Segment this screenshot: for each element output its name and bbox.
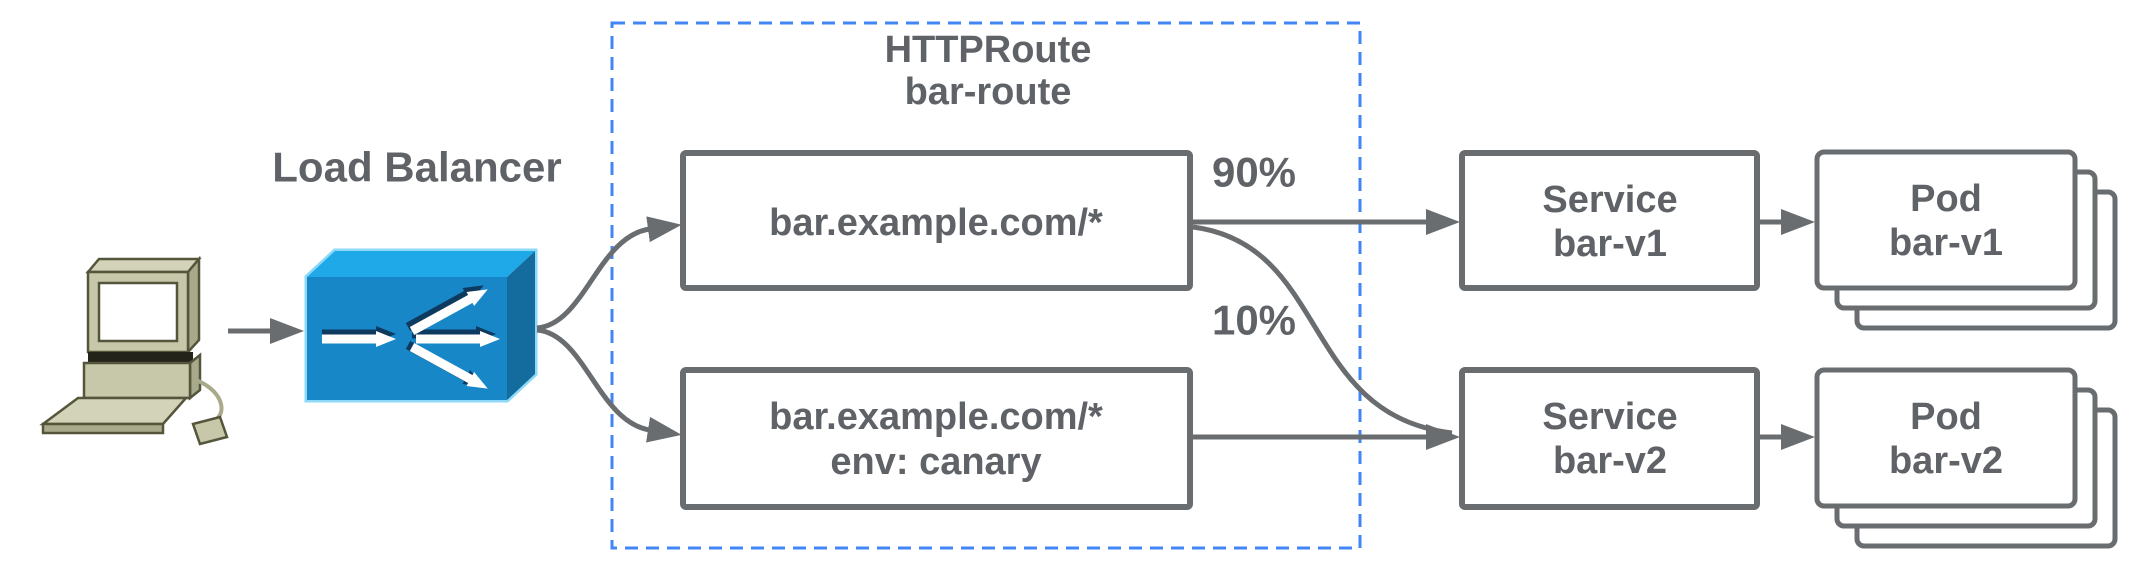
- keyboard-top: [39, 396, 189, 426]
- pod-2-kind: Pod: [1910, 396, 1982, 438]
- service-box-bar-v2: [1459, 367, 1760, 510]
- traffic-splitter-icon: [304, 248, 538, 403]
- service-2-kind: Service: [1542, 396, 1677, 438]
- load-balancer-label: Load Balancer: [272, 144, 561, 191]
- arrow-lb-to-route-2: [536, 327, 682, 443]
- pod-1-name: bar-v1: [1889, 222, 2003, 264]
- pod-stack-bar-v1: Pod bar-v1: [1814, 149, 2118, 331]
- lb-fanout-arrow-top: [409, 289, 488, 335]
- route-match-1-host: bar.example.com/*: [769, 202, 1103, 244]
- curve-route1-to-service2: [1192, 224, 1453, 436]
- cpu-base: [82, 361, 192, 400]
- arrow-lb-to-route-1: [536, 216, 682, 331]
- route-match-2-host: bar.example.com/*: [769, 396, 1103, 438]
- desktop-computer-icon: [39, 255, 229, 446]
- service-1-name: bar-v1: [1553, 223, 1667, 265]
- keyboard-front: [41, 422, 165, 435]
- pod-stack-bar-v2: Pod bar-v2: [1814, 367, 2118, 549]
- lb-fanout-arrow-bottom: [409, 343, 488, 389]
- route-match-2-header: env: canary: [830, 441, 1041, 483]
- route-match-box-1: [680, 150, 1193, 291]
- pod-box-bar-v2: [1814, 367, 2078, 509]
- route-match-box-2: [680, 367, 1193, 510]
- monitor-top-face: [85, 257, 202, 274]
- pod-2-name: bar-v2: [1889, 440, 2003, 482]
- httproute-title: HTTPRoute: [885, 29, 1092, 71]
- cpu-side-face: [188, 352, 202, 401]
- pod-1-kind: Pod: [1910, 178, 1982, 220]
- traffic-split-10-label: 10%: [1212, 297, 1296, 344]
- service-box-bar-v1: [1459, 150, 1760, 291]
- lb-side-face: [507, 251, 535, 400]
- monitor-base-gap: [88, 352, 193, 363]
- monitor-screen: [97, 281, 179, 343]
- monitor-side-face: [186, 255, 201, 356]
- traffic-split-90-label: 90%: [1212, 149, 1296, 196]
- mouse-icon: [191, 415, 229, 446]
- pod-box-bar-v1: [1814, 149, 2078, 291]
- httproute-group-border: [610, 21, 1362, 550]
- lb-top-face: [307, 251, 535, 277]
- service-1-kind: Service: [1542, 179, 1677, 221]
- httproute-name: bar-route: [905, 71, 1072, 113]
- lb-arrow-shadow: [405, 285, 484, 331]
- service-2-name: bar-v2: [1553, 440, 1667, 482]
